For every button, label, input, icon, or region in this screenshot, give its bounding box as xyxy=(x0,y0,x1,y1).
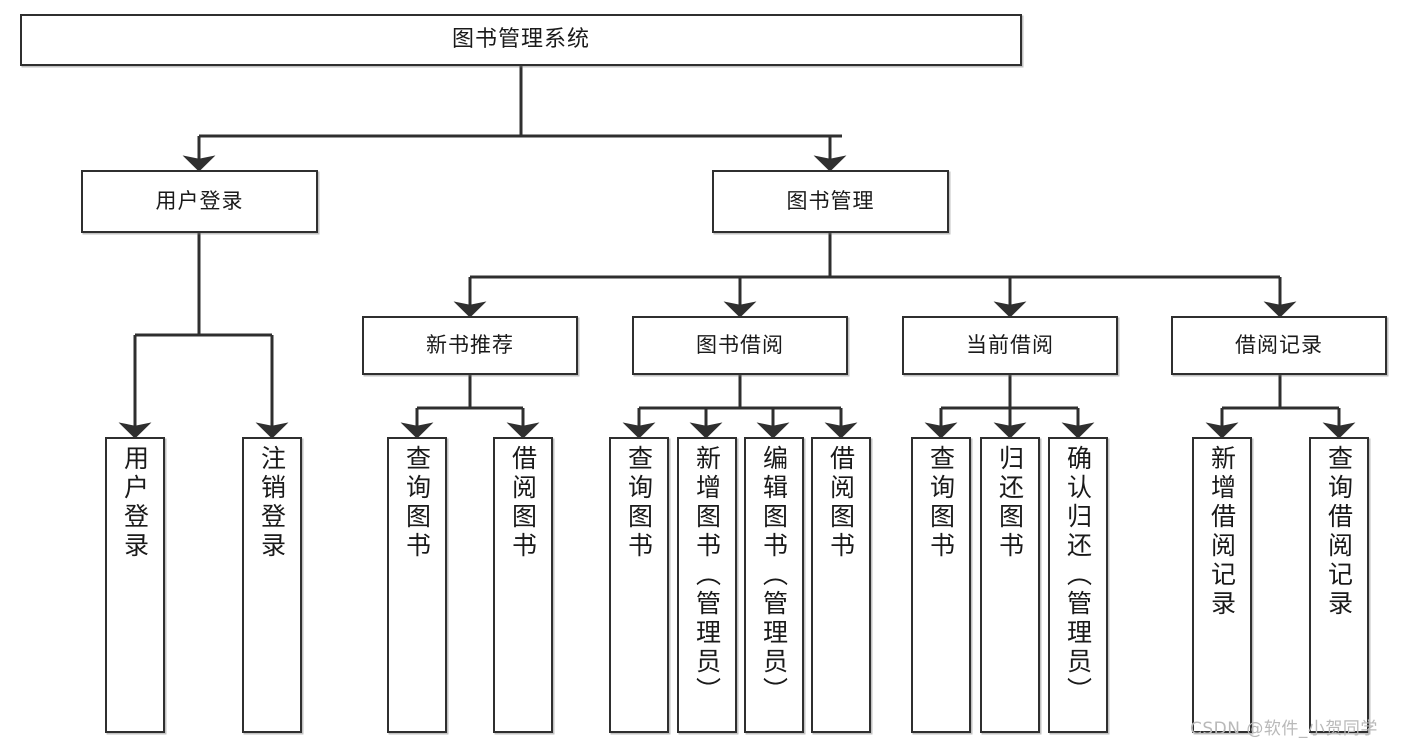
leaf-borrow-book-1[interactable]: 借阅图书 xyxy=(493,437,553,733)
node-root[interactable]: 图书管理系统 xyxy=(20,14,1022,66)
node-borrow-record-label: 借阅记录 xyxy=(1235,333,1323,358)
csdn-watermark: CSDN @软件_小贺同学 xyxy=(1190,719,1378,739)
node-borrow-record[interactable]: 借阅记录 xyxy=(1171,316,1387,375)
leaf-add-book-label: 新增图书（管理员） xyxy=(692,445,722,706)
leaf-return-book-label: 归还图书 xyxy=(995,445,1025,561)
leaf-query-book-1[interactable]: 查询图书 xyxy=(387,437,447,733)
leaf-user-logout[interactable]: 注销登录 xyxy=(242,437,302,733)
leaf-query-book-1-label: 查询图书 xyxy=(402,445,432,561)
node-current-borrow[interactable]: 当前借阅 xyxy=(902,316,1118,375)
leaf-edit-book-label: 编辑图书（管理员） xyxy=(759,445,789,706)
node-book-manage[interactable]: 图书管理 xyxy=(712,170,949,233)
leaf-add-record[interactable]: 新增借阅记录 xyxy=(1192,437,1252,733)
node-user-login[interactable]: 用户登录 xyxy=(81,170,318,233)
leaf-query-record[interactable]: 查询借阅记录 xyxy=(1309,437,1369,733)
leaf-query-record-label: 查询借阅记录 xyxy=(1324,445,1354,619)
node-user-login-label: 用户登录 xyxy=(155,189,244,214)
leaf-return-book[interactable]: 归还图书 xyxy=(980,437,1040,733)
leaf-query-book-3-label: 查询图书 xyxy=(926,445,956,561)
leaf-user-login-label: 用户登录 xyxy=(120,445,150,561)
leaf-borrow-book-1-label: 借阅图书 xyxy=(508,445,538,561)
node-book-borrow[interactable]: 图书借阅 xyxy=(632,316,848,375)
leaf-user-login[interactable]: 用户登录 xyxy=(105,437,165,733)
leaf-add-record-label: 新增借阅记录 xyxy=(1207,445,1237,619)
node-new-book-rec-label: 新书推荐 xyxy=(426,333,514,358)
leaf-query-book-2[interactable]: 查询图书 xyxy=(609,437,669,733)
node-root-label: 图书管理系统 xyxy=(451,27,590,53)
leaf-confirm-return-label: 确认归还（管理员） xyxy=(1063,445,1093,706)
leaf-edit-book[interactable]: 编辑图书（管理员） xyxy=(744,437,804,733)
leaf-add-book[interactable]: 新增图书（管理员） xyxy=(677,437,737,733)
leaf-user-logout-label: 注销登录 xyxy=(257,445,287,561)
leaf-query-book-2-label: 查询图书 xyxy=(624,445,654,561)
node-book-manage-label: 图书管理 xyxy=(786,189,875,214)
leaf-borrow-book-2[interactable]: 借阅图书 xyxy=(811,437,871,733)
node-current-borrow-label: 当前借阅 xyxy=(966,333,1054,358)
node-book-borrow-label: 图书借阅 xyxy=(696,333,784,358)
node-new-book-rec[interactable]: 新书推荐 xyxy=(362,316,578,375)
leaf-borrow-book-2-label: 借阅图书 xyxy=(826,445,856,561)
leaf-query-book-3[interactable]: 查询图书 xyxy=(911,437,971,733)
leaf-confirm-return[interactable]: 确认归还（管理员） xyxy=(1048,437,1108,733)
